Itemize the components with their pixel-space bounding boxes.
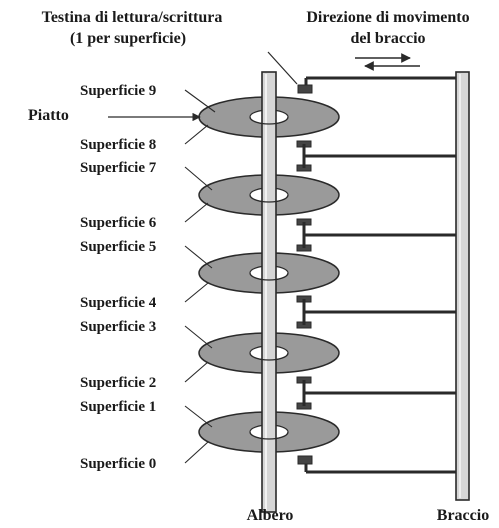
direction-arrows	[355, 53, 420, 71]
surface-leader-line	[184, 361, 209, 383]
spindle-shaft	[261, 71, 277, 513]
platter-hub-rim	[249, 272, 289, 281]
head-title-line2: (1 per superficie)	[70, 30, 186, 47]
surface-label: Superficie 9	[80, 83, 156, 99]
surface-leader-line	[184, 282, 209, 303]
surface-labels: Superficie 9 Superficie 8 Superficie 7 Supe…	[80, 83, 216, 472]
surface-leader-line	[184, 166, 213, 191]
surface-leader-line	[184, 325, 213, 349]
surface-leader-line	[184, 441, 209, 464]
head-title-line1: Testina di lettura/scrittura	[42, 9, 223, 26]
spindle	[261, 71, 277, 513]
head-title-leader	[267, 51, 298, 85]
platter-hub-rim	[249, 431, 289, 440]
surface-label: Superficie 3	[80, 319, 156, 335]
surface-label: Superficie 4	[80, 295, 157, 311]
surface-label: Superficie 6	[80, 215, 157, 231]
surface-label: Superficie 1	[80, 399, 156, 415]
heads	[296, 76, 456, 474]
braccio-label: Braccio	[437, 507, 489, 524]
surface-leader-line	[184, 245, 213, 269]
surface-label: Superficie 7	[80, 160, 157, 176]
direction-label-line2: del braccio	[350, 30, 425, 47]
direction-label-line1: Direzione di movimento	[306, 9, 469, 26]
surface-leader-line	[184, 405, 213, 428]
surface-leader-line	[184, 89, 216, 113]
albero-label: Albero	[247, 507, 294, 524]
platter-hub-rim	[249, 194, 289, 203]
surface-label: Superficie 0	[80, 456, 156, 472]
read-write-head	[297, 455, 313, 465]
surface-label: Superficie 2	[80, 375, 156, 391]
platter-hub-rim	[249, 116, 289, 125]
platter-hub-rim	[249, 352, 289, 361]
surface-label: Superficie 5	[80, 239, 156, 255]
read-write-head	[297, 84, 313, 94]
surface-label: Superficie 8	[80, 137, 156, 153]
surface-leader-line	[184, 202, 209, 223]
arm-bar	[455, 71, 470, 501]
surface-leader-line	[184, 124, 209, 145]
piatto-label: Piatto	[28, 107, 69, 124]
platter-fronts	[249, 116, 289, 440]
